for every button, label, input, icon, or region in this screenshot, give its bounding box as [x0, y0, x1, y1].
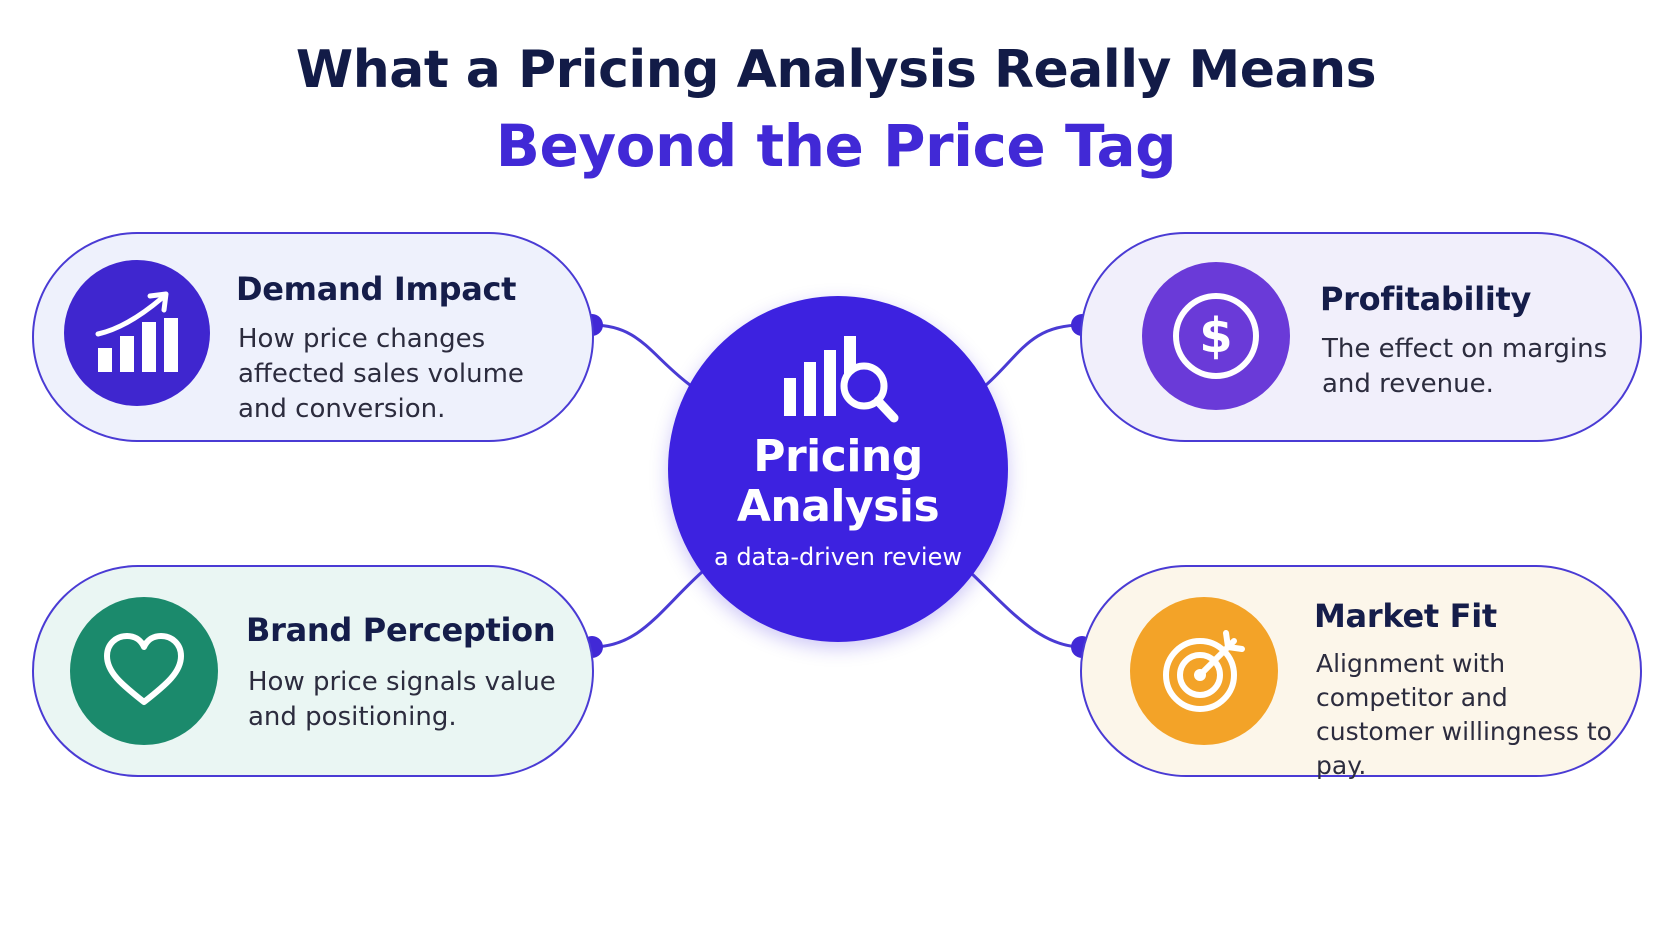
- page-subtitle: Beyond the Price Tag: [495, 112, 1177, 180]
- card-profitability: $ Profitability The effect on margins an…: [1080, 232, 1642, 442]
- connector-brand: [591, 570, 704, 649]
- card-title: Market Fit: [1314, 597, 1497, 635]
- connector-demand: [591, 323, 691, 387]
- card-description: The effect on margins and revenue.: [1322, 334, 1608, 399]
- card-description: How price signals value and positioning.: [248, 667, 556, 732]
- central-hub: Pricing Analysis a data-driven review: [668, 296, 1008, 642]
- card-market-fit: Market Fit Alignment with competitor and…: [1080, 565, 1642, 780]
- dollar-icon: $: [1173, 293, 1259, 379]
- card-title: Demand Impact: [236, 270, 517, 308]
- card-brand-perception: Brand Perception How price signals value…: [32, 565, 594, 777]
- card-title: Brand Perception: [246, 611, 556, 649]
- card-description: Alignment with competitor and customer w…: [1316, 649, 1612, 780]
- card-description: How price changes affected sales volume …: [238, 324, 524, 424]
- hub-title: Pricing Analysis: [736, 431, 940, 532]
- card-title: Profitability: [1320, 280, 1532, 318]
- svg-text:$: $: [1199, 308, 1232, 364]
- connector-profit: [985, 323, 1083, 387]
- profit-icon-badge: $: [1142, 262, 1290, 410]
- market-icon-badge: [1130, 597, 1278, 745]
- hub-subtitle: a data-driven review: [713, 543, 962, 571]
- page-title: What a Pricing Analysis Really Means: [295, 40, 1377, 100]
- card-demand-impact: Demand Impact How price changes affected…: [32, 232, 594, 442]
- bar-chart-magnifier-icon: [784, 336, 899, 423]
- heart-icon: [104, 633, 184, 705]
- demand-icon-badge: [64, 260, 210, 406]
- connector-market: [968, 570, 1083, 649]
- target-icon: [1163, 630, 1245, 712]
- growth-chart-icon: [95, 291, 178, 372]
- brand-icon-badge: [70, 597, 218, 745]
